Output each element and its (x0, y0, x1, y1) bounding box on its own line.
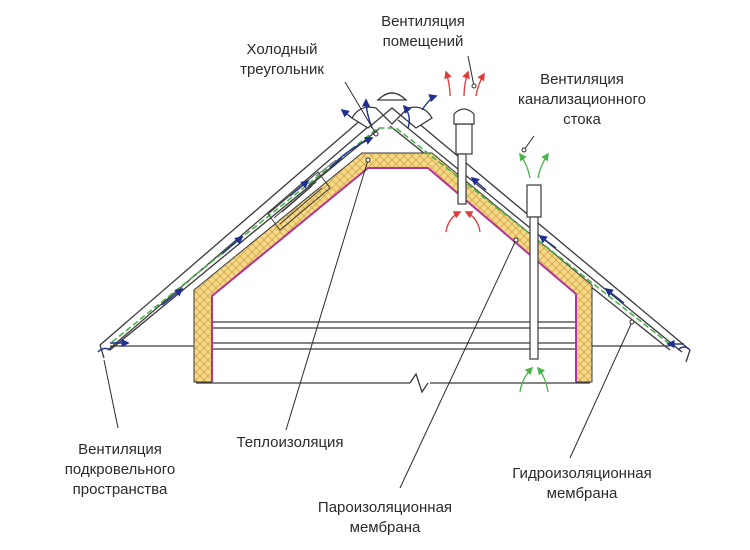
sewer-air-flow (519, 152, 549, 393)
label-insulation: Теплоизоляция (236, 434, 344, 451)
label-sewer-ventilation: Вентиляция канализационного стока (518, 71, 646, 128)
vapor-barrier-line (211, 167, 577, 382)
label-room-ventilation: Вентиляция помещений (381, 13, 465, 50)
label-underroof-ventilation: Вентиляция подкровельного пространства (64, 441, 176, 498)
label-cold-triangle: Холодный треугольник (240, 41, 324, 78)
leader-lines (103, 55, 635, 489)
underroof-airflow (97, 94, 691, 353)
room-air-flow (444, 70, 485, 233)
ridge-vent (351, 92, 433, 129)
label-waterproof-membrane: Гидроизоляционная мембрана (512, 465, 652, 502)
room-vent-pipe (453, 108, 475, 205)
sewer-vent-pipe (526, 184, 542, 360)
label-vapor-membrane: Пароизоляционная мембрана (317, 499, 453, 536)
